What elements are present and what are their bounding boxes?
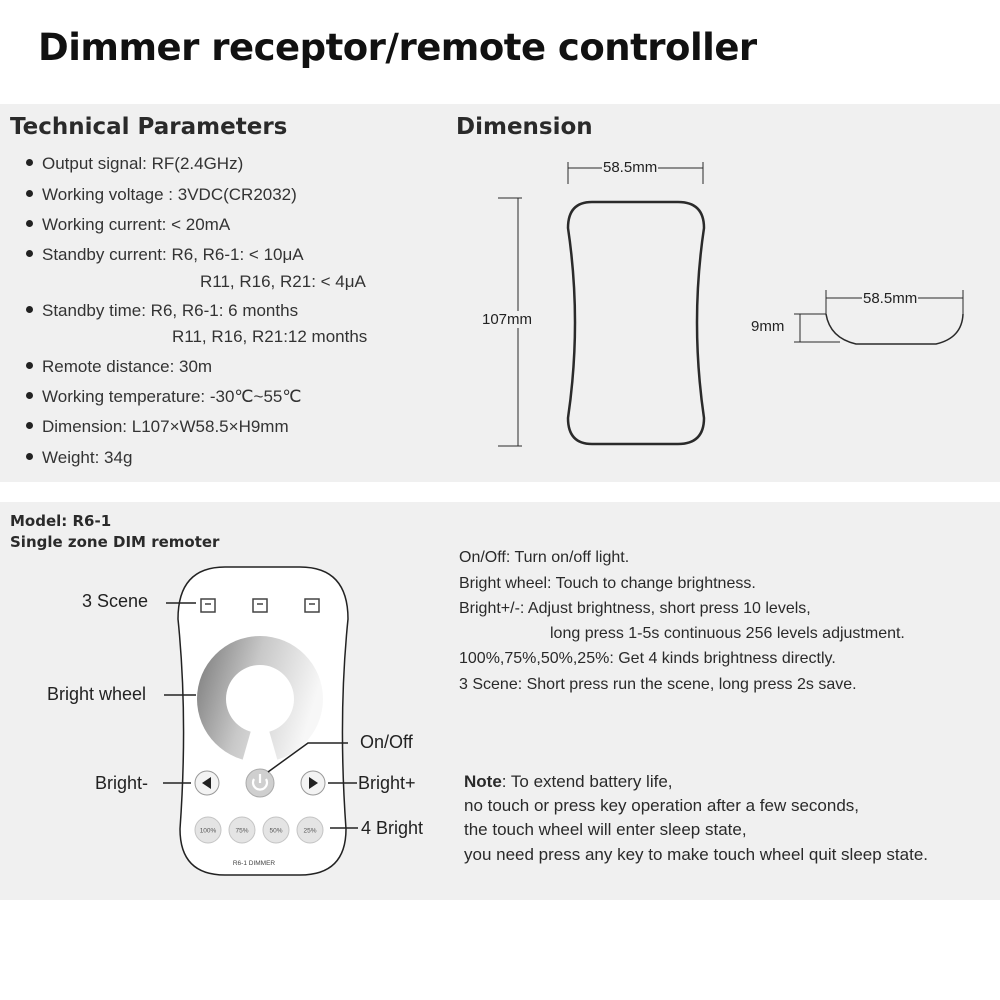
onoff-callout-line	[267, 742, 348, 773]
param-standby-time-cont: R11, R16, R21:12 months	[172, 327, 368, 346]
bullet-icon	[26, 453, 33, 461]
bright-plus-button[interactable]	[300, 770, 326, 796]
callout-lines	[163, 602, 358, 829]
param-standby-current-cont: R11, R16, R21: < 4μA	[200, 272, 366, 291]
preset-button-label: 100%	[200, 828, 217, 835]
function-bright-cont: long press 1-5s continuous 256 levels ad…	[550, 625, 905, 642]
spec-panel: Technical Parameters Output signal: RF(2…	[0, 104, 1000, 482]
preset-button-label: 25%	[303, 828, 316, 835]
wheel-callout: Bright wheel	[47, 684, 147, 704]
param-remote-distance: Remote distance: 30m	[26, 357, 212, 377]
save-icon	[252, 598, 268, 613]
save-icon	[304, 598, 320, 613]
bullet-icon	[26, 190, 33, 198]
power-icon	[251, 778, 269, 791]
four-bright-callout: 4 Bright	[361, 818, 424, 838]
bullet-icon	[26, 220, 33, 228]
bullet-icon	[26, 392, 33, 400]
note-line-3: the touch wheel will enter sleep state,	[464, 820, 747, 839]
preset-button-circle	[194, 816, 222, 844]
note-line-4: you need press any key to make touch whe…	[464, 845, 928, 864]
model-subtitle: Single zone DIM remoter	[10, 533, 220, 551]
bright-wheel[interactable]	[197, 636, 323, 762]
bright-minus-callout: Bright-	[95, 773, 149, 793]
power-button[interactable]	[245, 768, 275, 798]
note-line-1: Note: To extend battery life,	[464, 772, 673, 791]
param-working-voltage: Working voltage : 3VDC(CR2032)	[26, 185, 297, 205]
front-width-label: 58.5mm	[602, 159, 659, 176]
side-height-label: 9mm	[750, 318, 786, 335]
bullet-icon	[26, 422, 33, 430]
remote-illustration: 100% 75% 50% 25% R6-1 DIMMER	[177, 566, 349, 876]
preset-buttons: 100% 75% 50% 25%	[194, 816, 324, 844]
preset-button-circle	[296, 816, 324, 844]
param-standby-time: Standby time: R6, R6-1: 6 months	[26, 301, 298, 321]
preset-button-circle	[262, 816, 290, 844]
param-working-current: Working current: < 20mA	[26, 215, 230, 235]
model-name: Model: R6-1	[10, 512, 112, 530]
remote-outline-front	[566, 200, 706, 446]
function-onoff: On/Off: Turn on/off light.	[459, 549, 630, 566]
preset-button-100[interactable]: 100%	[194, 816, 222, 844]
bullet-icon	[26, 250, 33, 258]
bright-wheel-gap	[242, 699, 278, 762]
bullet-icon	[26, 159, 33, 167]
triangle-right-icon	[309, 777, 318, 789]
page-title: Dimmer receptor/remote controller	[38, 26, 757, 69]
triangle-left-icon	[202, 777, 211, 789]
function-presets: 100%,75%,50%,25%: Get 4 kinds brightness…	[459, 650, 836, 667]
preset-button-25[interactable]: 25%	[296, 816, 324, 844]
scene-callout: 3 Scene	[82, 591, 149, 611]
remote-outline-side	[825, 313, 964, 345]
dimension-heading: Dimension	[456, 114, 593, 140]
side-width-label: 58.5mm	[862, 290, 919, 307]
scene-button-1[interactable]	[200, 598, 216, 613]
scene-button-2[interactable]	[252, 598, 268, 613]
note-label: Note	[464, 772, 502, 791]
front-height-label: 107mm	[481, 311, 534, 328]
bright-minus-button[interactable]	[194, 770, 220, 796]
function-scene: 3 Scene: Short press run the scene, long…	[459, 676, 857, 693]
technical-parameters-heading: Technical Parameters	[10, 114, 288, 140]
model-panel: Model: R6-1 Single zone DIM remoter	[0, 502, 1000, 900]
preset-button-label: 50%	[269, 828, 282, 835]
bright-plus-callout: Bright+	[358, 773, 416, 793]
param-output-signal: Output signal: RF(2.4GHz)	[26, 154, 243, 174]
preset-button-label: 75%	[235, 828, 248, 835]
preset-button-75[interactable]: 75%	[228, 816, 256, 844]
preset-button-50[interactable]: 50%	[262, 816, 290, 844]
param-dimension: Dimension: L107×W58.5×H9mm	[26, 417, 289, 437]
front-dimension-drawing	[498, 162, 706, 447]
preset-button-circle	[228, 816, 256, 844]
note-line-2: no touch or press key operation after a …	[464, 796, 860, 815]
param-weight: Weight: 34g	[26, 448, 132, 468]
param-working-temperature: Working temperature: -30℃~55℃	[26, 387, 301, 407]
save-icon	[200, 598, 216, 613]
function-wheel: Bright wheel: Touch to change brightness…	[459, 575, 756, 592]
scene-button-3[interactable]	[304, 598, 320, 613]
device-label: R6-1 DIMMER	[233, 860, 276, 867]
param-standby-current: Standby current: R6, R6-1: < 10μA	[26, 245, 304, 265]
function-bright: Bright+/-: Adjust brightness, short pres…	[459, 600, 811, 617]
bullet-icon	[26, 362, 33, 370]
bullet-icon	[26, 306, 33, 314]
onoff-callout: On/Off	[360, 732, 413, 752]
